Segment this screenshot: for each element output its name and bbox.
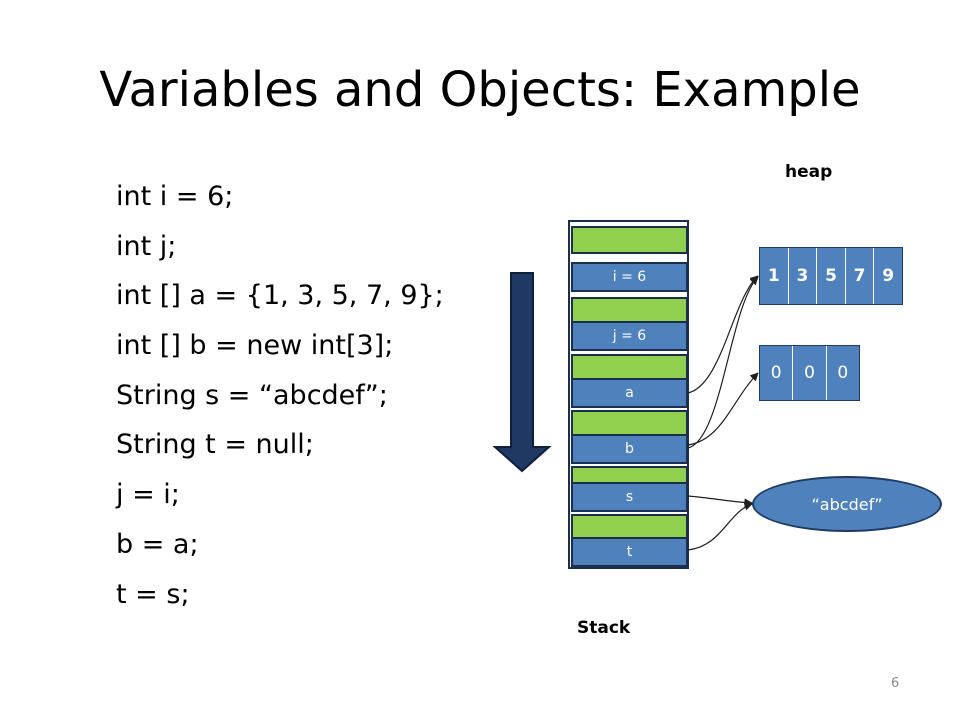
array-cell: 9	[882, 266, 895, 286]
stack-slot-a: a	[571, 378, 688, 408]
heap-new-array: 0 0 0	[759, 345, 860, 401]
ref-arrow-b	[687, 276, 759, 449]
array-cell: 5	[817, 248, 846, 304]
code-line: b = a;	[116, 528, 199, 560]
array-cell: 1	[760, 248, 789, 304]
stack-slot-s: s	[571, 482, 688, 512]
array-cell: 3	[789, 248, 818, 304]
stack-slot-t: t	[571, 537, 688, 567]
page-title: Variables and Objects: Example	[99, 62, 861, 118]
page-number: 6	[891, 676, 900, 691]
stack-slot-j: j = 6	[571, 321, 688, 351]
stack-label: Stack	[577, 618, 631, 638]
ref-arrow-s	[687, 495, 753, 507]
code-listing: int i = 6; int j; int [] a = {1, 3, 5, 7…	[116, 172, 444, 619]
code-line: String t = null;	[116, 429, 314, 461]
array-cell: 0	[793, 346, 827, 400]
stack-slot-i: i = 6	[571, 262, 688, 292]
code-line: t = s;	[116, 578, 190, 610]
code-line: int [] a = {1, 3, 5, 7, 9};	[116, 280, 444, 312]
heap-int-array: 1 3 5 7 9	[759, 247, 903, 305]
code-line: String s = “abcdef”;	[116, 379, 388, 411]
ref-arrow-t	[687, 502, 753, 551]
code-line: int j;	[116, 230, 177, 262]
code-line: int [] b = new int[3];	[116, 330, 394, 362]
ref-arrow-a	[687, 275, 759, 394]
ref-arrow-b-old	[687, 372, 759, 446]
array-cell: 0	[837, 363, 849, 383]
array-cell: 0	[760, 346, 794, 400]
array-cell: 7	[846, 248, 875, 304]
code-line: int i = 6;	[116, 181, 234, 212]
stack-divider	[571, 226, 688, 254]
down-arrow-icon	[492, 272, 552, 473]
stack-divider	[571, 297, 688, 325]
stack-slot-b: b	[571, 434, 688, 464]
heap-string-object: “abcdef”	[752, 476, 942, 532]
code-line: j = i;	[116, 479, 180, 511]
heap-label: heap	[785, 162, 833, 182]
